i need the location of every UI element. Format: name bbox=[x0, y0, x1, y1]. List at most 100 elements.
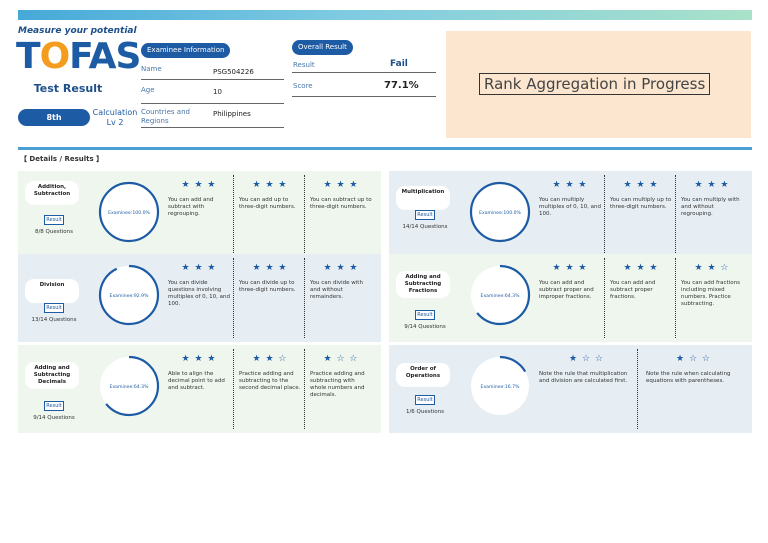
score-ring: Examinee:100.0% bbox=[98, 181, 160, 243]
column-separator bbox=[304, 349, 305, 429]
score-ring: Examinee:64.3% bbox=[469, 264, 531, 326]
skill-column: ★ ★ ★Able to align the decimal point to … bbox=[168, 354, 230, 392]
column-separator bbox=[233, 349, 234, 429]
result-button[interactable]: Result bbox=[44, 401, 64, 411]
result-button[interactable]: Result bbox=[415, 310, 435, 320]
skill-column: ★ ★ ☆ Practice adding and subtracting to … bbox=[239, 354, 301, 392]
tagline: Measure your potential bbox=[18, 26, 137, 36]
category-name: Order of Operations bbox=[396, 363, 450, 387]
skill-column: ★ ★ ★You can add and subtract with regro… bbox=[168, 180, 230, 218]
ring-background bbox=[100, 183, 158, 241]
star-rating: ★ ★ ★ bbox=[252, 263, 288, 273]
skill-description: You can add up to three-digit numbers. bbox=[239, 197, 296, 210]
ring-background bbox=[471, 357, 529, 415]
examinee-percent: Examinee:16.7% bbox=[481, 384, 521, 390]
skill-column: ★ ☆ ☆ Practice adding and subtracting wit… bbox=[310, 354, 372, 399]
skill-description: Practice adding and subtracting with who… bbox=[310, 371, 365, 398]
skill-column: ★ ★ ★ You can divide up to three-digit nu… bbox=[239, 263, 301, 294]
score-ring: Examinee:64.3% bbox=[98, 355, 160, 417]
ring-background bbox=[471, 266, 529, 324]
star-rating: ★ ☆ ☆ bbox=[323, 354, 359, 364]
score-label: Score bbox=[293, 82, 313, 90]
question-count: 13/14 Questions bbox=[31, 317, 77, 323]
skill-column: ★ ★ ☆You can add fractions including mix… bbox=[681, 263, 743, 308]
star-rating: ★ ★ ★ bbox=[552, 180, 588, 190]
tofas-logo: TOFAS bbox=[16, 36, 141, 77]
star-rating: ★ ☆ ☆ bbox=[569, 354, 604, 364]
divider bbox=[141, 79, 284, 80]
star-rating: ★ ★ ★ bbox=[623, 263, 659, 273]
result-value: Fail bbox=[390, 59, 408, 69]
question-count: 14/14 Questions bbox=[402, 224, 448, 230]
star-rating: ★ ★ ★ bbox=[552, 263, 588, 273]
skill-description: You can divide with and without remainde… bbox=[310, 280, 363, 300]
column-separator bbox=[304, 175, 305, 255]
skill-column: ★ ★ ★ You can add up to three-digit numbe… bbox=[239, 180, 301, 211]
skill-description: Note the rule when calculating equations… bbox=[646, 371, 731, 384]
ring-progress-arc bbox=[469, 264, 531, 326]
star-rating: ★ ☆ ☆ bbox=[676, 354, 711, 364]
age-value: 10 bbox=[213, 88, 222, 96]
score-ring: Examinee:16.7% bbox=[469, 355, 531, 417]
category-name: Multiplication bbox=[396, 186, 450, 210]
skill-description: You can divide up to three-digit numbers… bbox=[239, 280, 296, 293]
result-button[interactable]: Result bbox=[44, 303, 64, 313]
skill-column: ★ ★ ★You can multiply with and without r… bbox=[681, 180, 743, 218]
skill-description: Note the rule that multiplication and di… bbox=[539, 371, 628, 384]
skill-column: ★ ★ ★You can divide with and without rem… bbox=[310, 263, 372, 301]
score-ring: Examinee:92.9% bbox=[98, 264, 160, 326]
name-value: PSG504226 bbox=[213, 68, 254, 76]
skill-description: You can add and subtract proper fraction… bbox=[610, 280, 656, 300]
overall-result-header: Overall Result bbox=[292, 40, 353, 55]
question-count: 1/6 Questions bbox=[405, 409, 445, 415]
category-name: Addition, Subtraction bbox=[25, 181, 79, 205]
result-button[interactable]: Result bbox=[44, 215, 64, 225]
column-separator bbox=[604, 175, 605, 255]
column-separator bbox=[233, 175, 234, 255]
ring-progress-arc bbox=[98, 181, 160, 243]
star-rating: ★ ★ ★ bbox=[181, 354, 217, 364]
skill-column: ★ ☆ ☆ Note the rule that multiplication a… bbox=[539, 354, 634, 385]
name-label: Name bbox=[141, 65, 162, 73]
region-label: Countries and Regions bbox=[141, 108, 190, 125]
column-separator bbox=[675, 175, 676, 255]
skill-column: ★ ★ ★ You can multiply multiples of 0, 10… bbox=[539, 180, 601, 218]
column-separator bbox=[675, 258, 676, 338]
ring-background bbox=[100, 266, 158, 324]
ring-progress-arc bbox=[469, 181, 531, 243]
column-separator bbox=[304, 258, 305, 338]
star-rating: ★ ★ ★ bbox=[323, 180, 359, 190]
skill-column: ★ ★ ★ You can subtract up to three-digit … bbox=[310, 180, 372, 211]
star-rating: ★ ★ ★ bbox=[181, 263, 217, 273]
star-rating: ★ ★ ★ bbox=[252, 180, 288, 190]
category-name: Division bbox=[25, 279, 79, 303]
star-rating: ★ ★ ☆ bbox=[252, 354, 288, 364]
skill-description: You can subtract up to three-digit numbe… bbox=[310, 197, 372, 210]
age-label: Age bbox=[141, 86, 155, 94]
question-count: 9/14 Questions bbox=[33, 415, 75, 421]
examinee-percent: Examinee:64.3% bbox=[481, 293, 521, 299]
skill-column: ★ ★ ★You can add and subtract proper and… bbox=[539, 263, 601, 301]
skill-column: ★ ★ ★You can multiply up to three-digit … bbox=[610, 180, 672, 211]
skill-description: Practice adding and subtracting to the s… bbox=[239, 371, 301, 391]
examinee-percent: Examinee:100.0% bbox=[108, 210, 150, 216]
result-button[interactable]: Result bbox=[415, 210, 435, 220]
ring-progress-arc bbox=[98, 355, 160, 417]
skill-description: You can divide questions involving multi… bbox=[168, 280, 230, 307]
result-button[interactable]: Result bbox=[415, 395, 435, 405]
star-rating: ★ ★ ★ bbox=[181, 180, 217, 190]
skill-description: You can multiply multiples of 0, 10, and… bbox=[539, 197, 601, 217]
divider bbox=[141, 127, 284, 128]
section-divider bbox=[18, 147, 752, 150]
top-gradient-bar bbox=[18, 10, 752, 20]
question-count: 8/8 Questions bbox=[34, 229, 74, 235]
skill-description: You can multiply with and without regrou… bbox=[681, 197, 740, 217]
level-label: Calculation Lv 2 bbox=[92, 108, 138, 127]
divider bbox=[292, 72, 436, 73]
result-label: Result bbox=[293, 61, 315, 69]
